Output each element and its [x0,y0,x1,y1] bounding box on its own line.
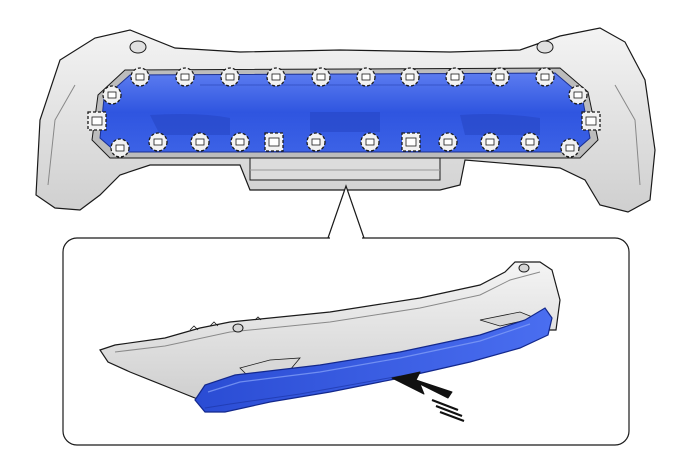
bumper-perspective-view [99,261,561,423]
blue-cover-perspective [194,307,553,413]
callout-pointer [327,184,365,239]
push-arrow-icon [391,371,465,423]
perspective-mount-hole [518,263,530,273]
perspective-mount-hole [232,323,244,333]
left-mount-hole [129,40,147,54]
bumper-center-tab [249,157,441,181]
right-mount-hole [536,40,554,54]
bumper-rear-view [35,27,656,213]
